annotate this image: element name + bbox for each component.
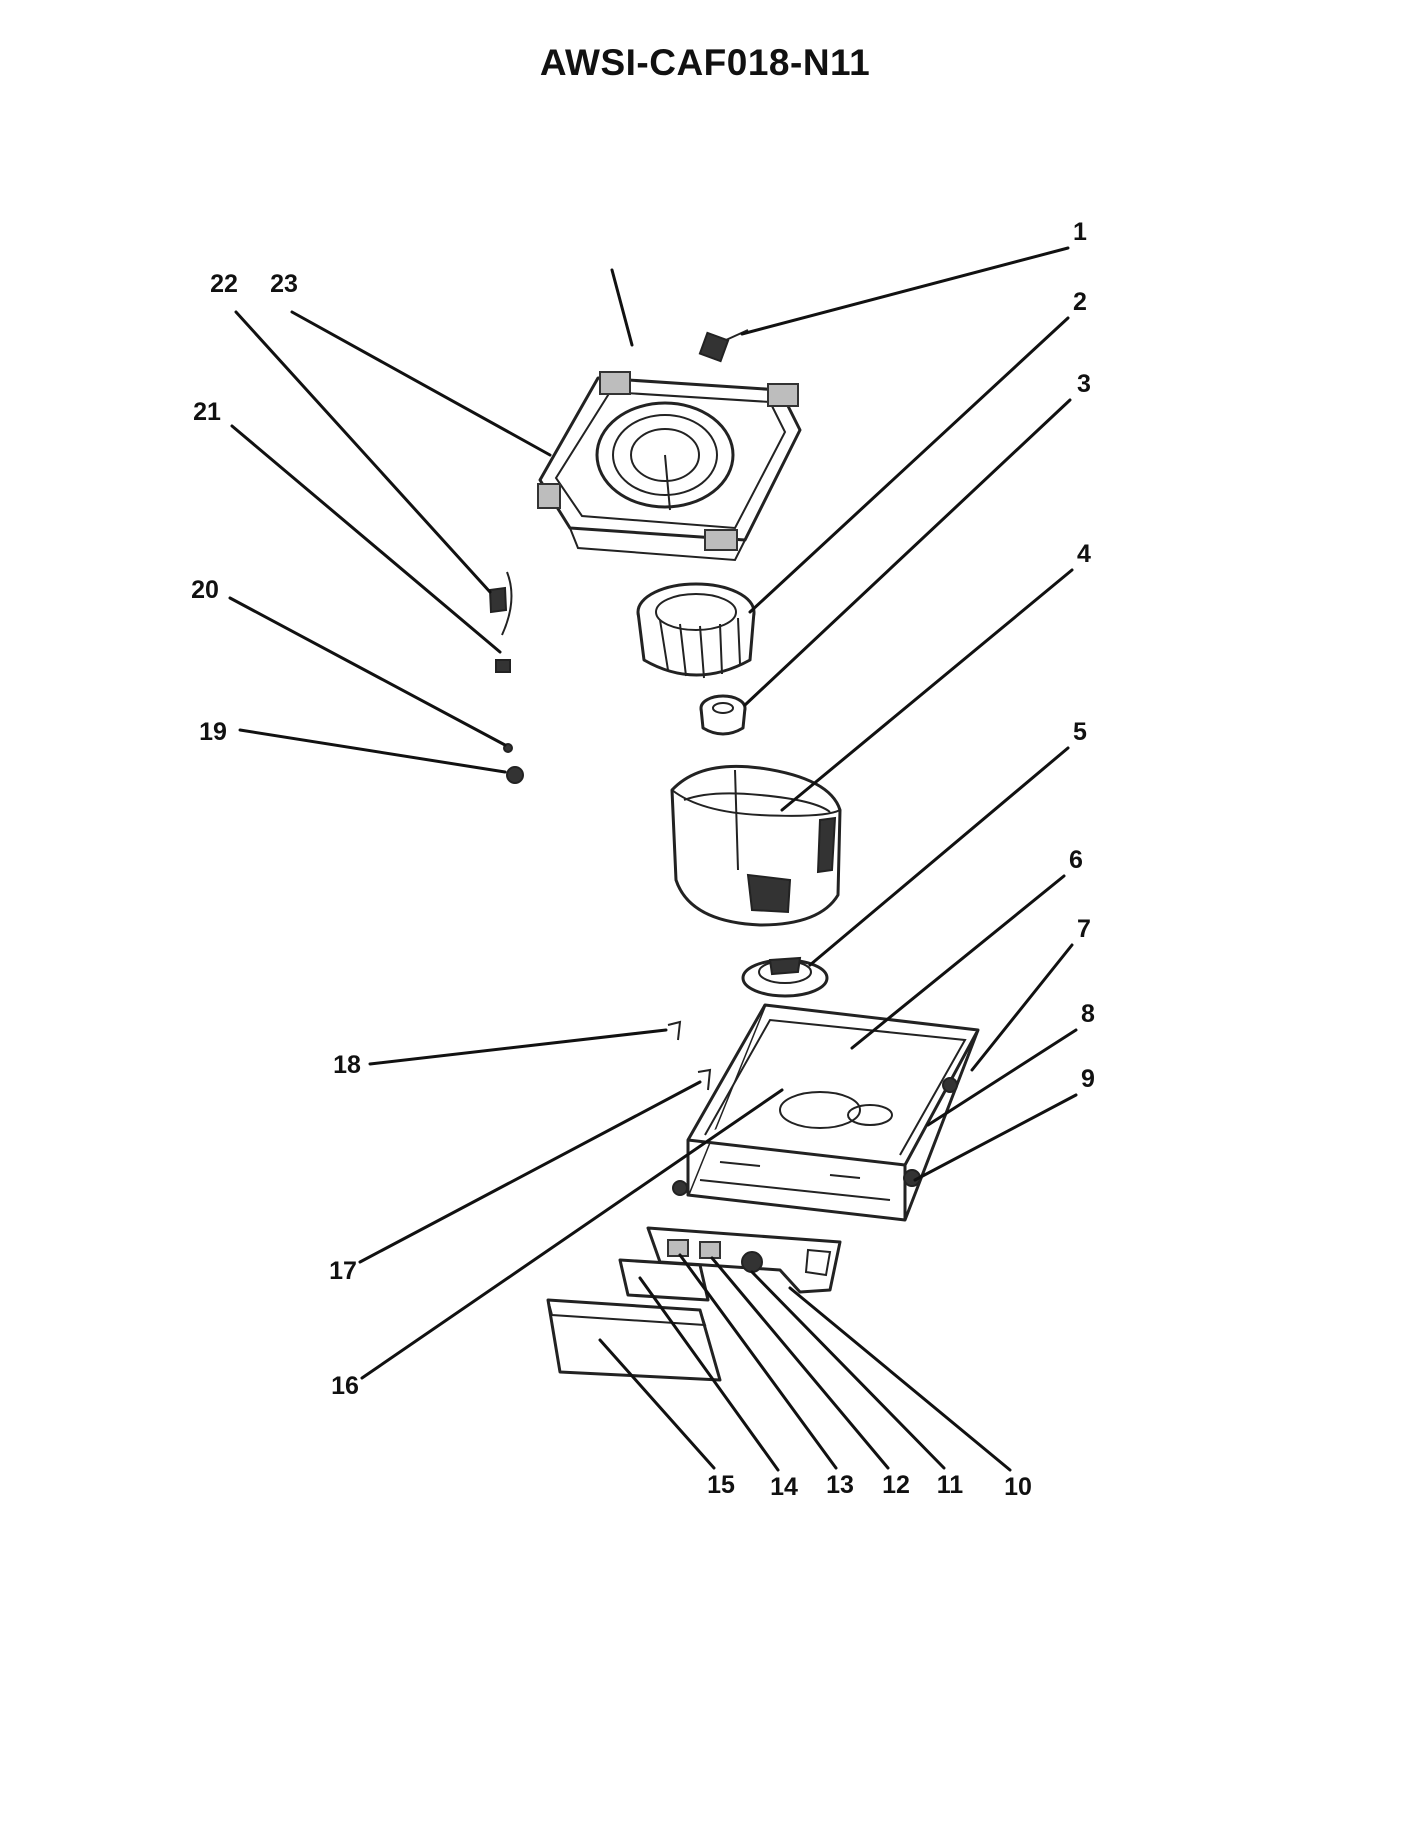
leader-15 <box>598 1338 716 1470</box>
leader-9 <box>913 1093 1078 1182</box>
leader-20 <box>228 596 507 747</box>
callout-9: 9 <box>1081 1065 1095 1093</box>
callout-5: 5 <box>1073 718 1087 746</box>
leader-18 <box>368 1028 668 1066</box>
small-panel-part <box>618 1258 710 1302</box>
connector-part <box>698 329 749 363</box>
callout-6: 6 <box>1069 846 1083 874</box>
callout-8: 8 <box>1081 1000 1095 1028</box>
main-box-part <box>672 1003 980 1222</box>
callout-15: 15 <box>707 1471 735 1499</box>
leader-8 <box>926 1028 1078 1127</box>
leader-top-unlabeled <box>610 268 634 347</box>
blower-wheel-part <box>636 582 756 679</box>
callout-23: 23 <box>270 270 298 298</box>
leader-11 <box>750 1270 946 1470</box>
leader-6 <box>850 874 1066 1050</box>
callout-1: 1 <box>1073 218 1087 246</box>
cylinder-element-part <box>670 764 842 927</box>
callout-22: 22 <box>210 270 238 298</box>
leader-4 <box>780 568 1074 812</box>
callout-16: 16 <box>331 1372 359 1400</box>
leader-12 <box>710 1256 890 1470</box>
leader-1 <box>740 246 1070 336</box>
leader-5 <box>808 746 1070 967</box>
leader-21 <box>230 424 502 654</box>
motor-flange-part <box>741 956 829 998</box>
leader-22 <box>234 310 492 594</box>
callout-17: 17 <box>329 1257 357 1285</box>
leader-3 <box>743 398 1072 707</box>
leader-19 <box>238 728 507 774</box>
small-hardware-parts <box>488 571 524 784</box>
callout-21: 21 <box>193 398 221 426</box>
callout-11: 11 <box>937 1471 964 1499</box>
callout-20: 20 <box>191 576 219 604</box>
leader-2 <box>748 316 1070 614</box>
callout-3: 3 <box>1077 370 1091 398</box>
bracket-parts <box>667 1020 712 1091</box>
callout-7: 7 <box>1077 915 1091 943</box>
callout-18: 18 <box>333 1051 361 1079</box>
cover-panel-part <box>546 1298 722 1382</box>
page-title: AWSI-CAF018-N11 <box>539 42 871 83</box>
callout-10: 10 <box>1004 1473 1032 1501</box>
callout-2: 2 <box>1073 288 1087 316</box>
callout-4: 4 <box>1077 540 1091 568</box>
callout-19: 19 <box>199 718 227 746</box>
leader-16 <box>360 1088 784 1380</box>
leader-7 <box>970 943 1074 1072</box>
callout-12: 12 <box>882 1471 910 1499</box>
leader-14 <box>638 1276 780 1472</box>
leader-17 <box>358 1080 702 1264</box>
fan-housing-part <box>537 371 802 562</box>
leader-10 <box>788 1286 1012 1472</box>
leader-13 <box>678 1253 838 1470</box>
leader-23 <box>290 310 552 457</box>
motor-hub-part <box>699 694 747 736</box>
callout-13: 13 <box>826 1471 854 1499</box>
callout-14: 14 <box>770 1473 798 1501</box>
